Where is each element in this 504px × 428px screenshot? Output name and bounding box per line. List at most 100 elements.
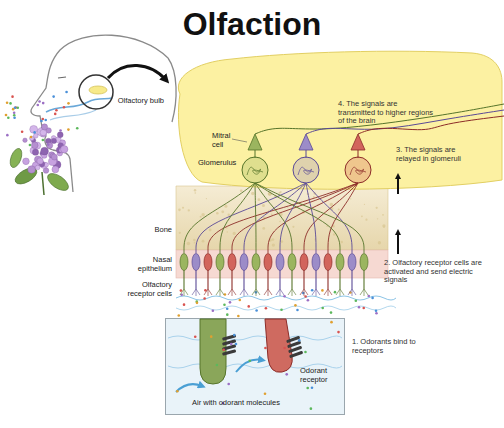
step-callout: 3. The signals are relayed in glomeruli [396, 146, 476, 163]
dendrite [243, 270, 244, 289]
axon [255, 183, 364, 253]
odorant-molecule [16, 106, 19, 109]
nasal-cavity [50, 110, 96, 120]
odorant-molecule [13, 111, 16, 114]
cilia [288, 289, 296, 296]
bone-speck [188, 209, 190, 211]
bone-speck [269, 239, 272, 242]
epithelium-layer [176, 250, 396, 310]
cell-body [228, 254, 236, 271]
bone-speck [272, 243, 275, 246]
blossom [23, 138, 27, 142]
bone-speck [350, 237, 352, 239]
bulb-outline [172, 42, 502, 192]
epithelium-band [176, 250, 388, 278]
bone-speck [365, 219, 367, 221]
mucus-wave [176, 296, 396, 300]
dendrite [279, 270, 280, 289]
axon [255, 183, 256, 253]
bone-speck [194, 242, 196, 244]
axon [244, 183, 306, 253]
bone-speck [224, 205, 227, 208]
bone-speck [263, 216, 266, 219]
bone-speck [291, 207, 293, 209]
blossom [40, 129, 47, 136]
bulb-shape [178, 51, 502, 189]
odorant-molecule [307, 299, 310, 302]
cell-body [264, 254, 272, 271]
axon [306, 183, 316, 253]
bone-speck [240, 189, 243, 192]
part-label: Mitral cell [212, 132, 238, 149]
bone-speck [287, 207, 288, 208]
blossom [52, 166, 59, 173]
blossom [51, 138, 56, 143]
odorant-molecule [321, 307, 324, 310]
bone-speck [206, 198, 207, 199]
olfactory-receptor-cells [180, 254, 368, 297]
lilac-blossoms [23, 124, 68, 174]
bone-band [176, 186, 388, 250]
odorant-molecule [283, 295, 286, 298]
bone-texture [178, 189, 385, 247]
cell-body [336, 254, 344, 271]
dendrite [207, 270, 208, 289]
part-label: Bone [146, 226, 172, 235]
bone-speck [314, 239, 316, 241]
cilia [216, 289, 224, 296]
bone-speck [330, 203, 333, 206]
part-label: Odorant receptor [300, 367, 344, 384]
cell-body [180, 254, 188, 271]
odorant-molecule [255, 309, 258, 312]
odorant-molecule [375, 309, 378, 312]
cell-body [312, 254, 320, 271]
bone-speck [313, 196, 315, 198]
dendrite [339, 270, 340, 289]
odorant-molecule [367, 295, 370, 298]
odorant-molecule [196, 302, 199, 305]
axon [184, 183, 255, 253]
odorant-molecule [212, 309, 215, 312]
part-label: Glomerulus [198, 159, 248, 168]
bone-speck [268, 210, 270, 212]
zoom-arrow [108, 65, 166, 80]
up-arrow [397, 232, 399, 254]
odorant-molecule [42, 139, 45, 142]
bone-speck [272, 238, 275, 241]
dendrite [219, 270, 220, 289]
bone-speck [361, 215, 363, 217]
odorant-molecule [14, 106, 17, 109]
cell-body [216, 254, 224, 271]
dendrite [363, 270, 364, 289]
cell-body [360, 254, 368, 271]
eye [58, 77, 66, 78]
cilia [360, 289, 368, 296]
odorant-molecule [362, 307, 365, 310]
odorant-molecule [203, 297, 206, 300]
odorant-molecule [226, 307, 229, 310]
odorant-molecule [302, 292, 305, 295]
blossom [28, 166, 36, 174]
cilia [348, 289, 356, 296]
odorant-molecule [180, 293, 183, 296]
odorant-molecule [38, 100, 41, 103]
blossom [30, 125, 38, 133]
bone-speck [200, 216, 202, 218]
bone-speck [302, 211, 305, 214]
part-label: Air with odorant molecules [192, 399, 302, 408]
bone-speck [292, 226, 294, 228]
odorant-molecule [55, 109, 58, 112]
bone-speck [377, 218, 378, 219]
blossom [47, 142, 53, 148]
bone-speck [376, 207, 378, 209]
bone-speck [317, 204, 319, 206]
blossom [33, 133, 38, 138]
odorant-molecule [42, 102, 45, 105]
step-callout: 4. The signals are transmitted to higher… [338, 100, 434, 126]
bone-speck [333, 233, 335, 235]
blossom [41, 124, 47, 130]
bone-speck [326, 225, 328, 227]
cilia [312, 289, 320, 296]
odorant-molecule [358, 306, 361, 309]
